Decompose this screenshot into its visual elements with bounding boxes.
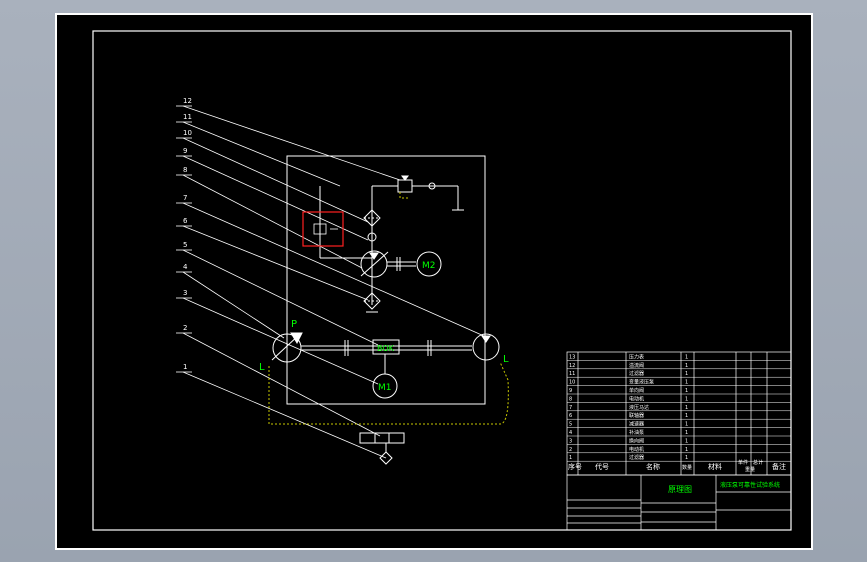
motor-m2-label: M2 xyxy=(422,261,436,271)
table-cell-no: 4 xyxy=(569,430,572,436)
table-cell-name: 联轴器 xyxy=(629,412,644,419)
header-weight: 重量 xyxy=(745,466,755,473)
reducer-label: BOK xyxy=(377,344,395,353)
header-name: 名称 xyxy=(646,462,660,471)
leader-lines xyxy=(176,105,485,459)
table-cell-name: 电动机 xyxy=(629,446,644,453)
table-cell-name: 补油泵 xyxy=(629,429,644,436)
pressure-gauge-symbol xyxy=(428,182,436,190)
project-name: 液压泵可靠性试验系统 xyxy=(720,481,780,489)
table-cell-name: 过滤器 xyxy=(629,370,644,377)
header-qty: 数量 xyxy=(682,464,692,471)
directional-valve-symbol xyxy=(359,432,405,444)
leader-label: 6 xyxy=(183,217,188,225)
check-valve-symbol xyxy=(367,232,377,242)
header-material: 材料 xyxy=(708,462,722,471)
hydraulic-motor-triangle-icon xyxy=(481,335,491,343)
table-cell-name: 减速器 xyxy=(629,421,644,428)
table-cell-no: 8 xyxy=(569,396,572,402)
table-cell-name: 换向阀 xyxy=(629,437,644,444)
title-block-text: 原理图 液压泵可靠性试验系统 xyxy=(668,481,780,494)
table-cell-name: 压力表 xyxy=(629,353,644,360)
table-cell-qty: 1 xyxy=(685,388,688,394)
sheet-outer-border xyxy=(55,13,813,550)
parts-table-header: 序号 代号 名称 数量 材料 单件 总计 重量 备注 xyxy=(568,459,786,473)
header-remark: 备注 xyxy=(772,462,786,471)
table-cell-name: 过滤器 xyxy=(629,454,644,461)
variable-pump-symbol xyxy=(360,250,388,278)
leader-label: 1 xyxy=(183,363,187,371)
leader-label: 2 xyxy=(183,324,187,332)
table-cell-name: 电动机 xyxy=(629,395,644,402)
reducer-box xyxy=(372,339,400,355)
leader-label: 12 xyxy=(183,97,192,105)
table-cell-name: 单向阀 xyxy=(629,387,644,394)
table-cell-no: 3 xyxy=(569,438,572,444)
right-l-label: L xyxy=(503,354,509,365)
table-cell-no: 13 xyxy=(569,354,575,360)
drawing-name: 原理图 xyxy=(668,485,692,494)
header-weight-total: 总计 xyxy=(753,459,763,466)
table-cell-qty: 1 xyxy=(685,413,688,419)
leader-label: 5 xyxy=(183,241,187,249)
table-cell-no: 1 xyxy=(569,455,572,461)
table-cell-no: 9 xyxy=(569,388,572,394)
table-cell-qty: 1 xyxy=(685,363,688,369)
motor-m1-label: M1 xyxy=(378,383,392,393)
leader-label: 3 xyxy=(183,289,187,297)
header-code: 代号 xyxy=(595,462,609,471)
main-enclosure xyxy=(286,155,486,405)
pump-p-label: P xyxy=(291,319,297,330)
table-cell-qty: 1 xyxy=(685,430,688,436)
table-cell-name: 变量液压泵 xyxy=(629,379,654,386)
table-cell-qty: 1 xyxy=(685,354,688,360)
table-cell-no: 12 xyxy=(569,363,575,369)
table-cell-qty: 1 xyxy=(685,447,688,453)
table-cell-qty: 1 xyxy=(685,455,688,461)
table-cell-no: 6 xyxy=(569,413,572,419)
hydraulic-motor-symbol xyxy=(472,333,500,361)
table-cell-no: 5 xyxy=(569,422,572,428)
table-cell-no: 2 xyxy=(569,447,572,453)
symbol-label-group: P L L M1 M2 BOK xyxy=(259,261,509,393)
table-cell-qty: 1 xyxy=(685,371,688,377)
leader-label: 8 xyxy=(183,166,187,174)
main-pump-triangle-icon xyxy=(290,332,303,345)
header-weight-single: 单件 xyxy=(738,459,748,466)
lower-filter-symbol xyxy=(363,292,381,310)
sheet-inner-border xyxy=(92,30,792,531)
main-pump-symbol xyxy=(272,333,302,363)
table-cell-no: 11 xyxy=(569,371,575,377)
table-cell-qty: 1 xyxy=(685,422,688,428)
leader-label: 9 xyxy=(183,147,187,155)
table-cell-no: 10 xyxy=(569,380,575,386)
leader-label-group: 12 11 10 9 8 7 6 5 4 3 2 1 xyxy=(183,97,192,371)
leader-label: 10 xyxy=(183,129,192,137)
leader-label: 4 xyxy=(183,263,188,271)
motor-m2-symbol xyxy=(416,251,442,277)
left-l-label: L xyxy=(259,362,265,373)
table-cell-name: 液压马达 xyxy=(629,404,649,411)
leader-label: 11 xyxy=(183,113,192,121)
filter-symbol xyxy=(363,209,381,227)
table-cell-no: 7 xyxy=(569,405,572,411)
table-cell-name: 溢流阀 xyxy=(629,362,644,369)
selected-component-highlight[interactable] xyxy=(302,211,344,247)
bottom-filter-symbol xyxy=(379,451,393,465)
header-no: 序号 xyxy=(568,462,582,471)
leader-label: 7 xyxy=(183,194,187,202)
parts-list-table xyxy=(566,351,792,531)
table-cell-qty: 1 xyxy=(685,405,688,411)
drain-line xyxy=(268,361,509,425)
table-cell-qty: 1 xyxy=(685,380,688,386)
table-cell-qty: 1 xyxy=(685,396,688,402)
table-cell-qty: 1 xyxy=(685,438,688,444)
